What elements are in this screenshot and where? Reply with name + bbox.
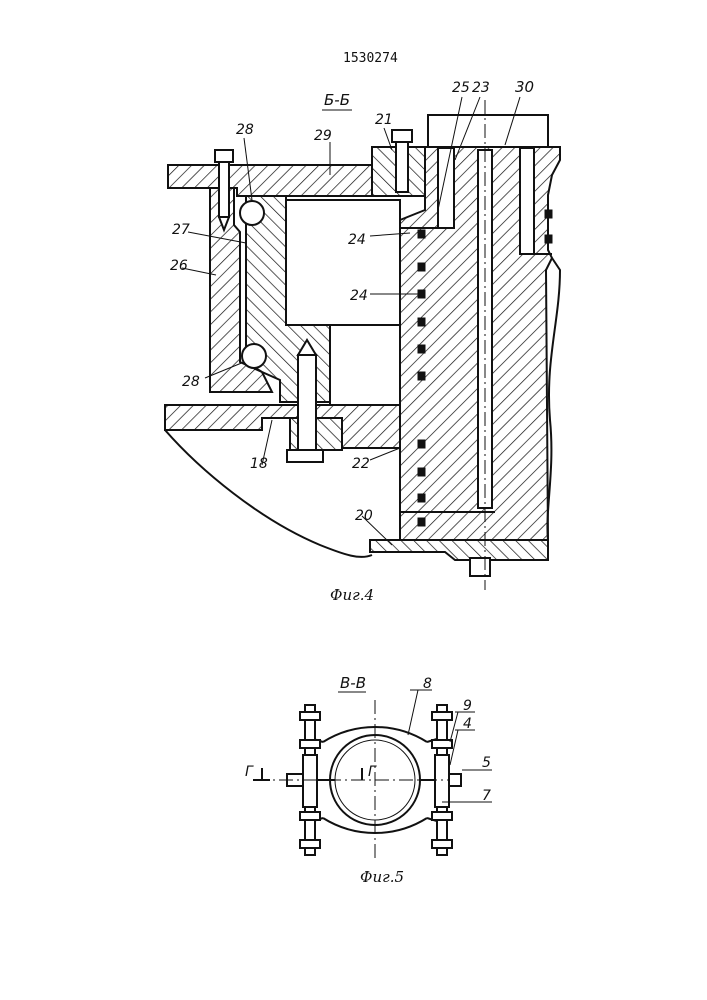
bolt-head-left — [215, 150, 233, 162]
label-24-mid: 24 — [350, 288, 368, 304]
right-nut-2 — [432, 740, 452, 748]
label-28-top: 28 — [236, 122, 254, 138]
label-4: 4 — [463, 716, 472, 732]
figure-4: Б-Б — [165, 78, 560, 604]
section-mark-g-left: Г — [245, 764, 254, 780]
left-nut-2 — [300, 740, 320, 748]
right-body — [435, 755, 449, 807]
label-25: 25 — [452, 80, 470, 96]
part-29-top-plate — [168, 165, 372, 196]
bolt-shank-right — [396, 142, 408, 192]
label-22: 22 — [352, 456, 370, 472]
part-23-bore — [438, 148, 454, 228]
part-18-base-plate — [165, 405, 400, 448]
label-8: 8 — [423, 676, 432, 692]
right-screw — [449, 774, 461, 786]
right-nut-4 — [432, 840, 452, 848]
label-26: 26 — [170, 258, 188, 274]
bolt-lower-head — [287, 450, 323, 462]
left-nut-4 — [300, 840, 320, 848]
left-nut-1 — [300, 712, 320, 720]
label-24-top: 24 — [348, 232, 366, 248]
cavity-lower — [330, 325, 400, 405]
left-nut-3 — [300, 812, 320, 820]
ball-28-bottom — [242, 344, 266, 368]
bolt-bottom-head — [470, 558, 490, 576]
label-18: 18 — [250, 456, 268, 472]
part-bore-right — [520, 148, 534, 254]
label-7: 7 — [482, 788, 491, 804]
figure-5: В-В Г Г — [245, 674, 492, 886]
bolt-shank-left — [219, 162, 229, 217]
fig4-section-label: Б-Б — [324, 91, 350, 109]
label-20: 20 — [355, 508, 373, 524]
label-9: 9 — [463, 698, 472, 714]
part-20-bottom — [370, 540, 548, 560]
right-nut-1 — [432, 712, 452, 720]
bolt-lower-shank — [298, 355, 316, 450]
label-21: 21 — [375, 112, 393, 128]
cavity-upper — [286, 200, 400, 325]
left-body — [303, 755, 317, 807]
label-28-bottom: 28 — [182, 374, 200, 390]
part-30-housing-cap — [428, 115, 548, 147]
label-30: 30 — [515, 78, 534, 96]
label-29: 29 — [314, 128, 332, 144]
label-23: 23 — [472, 80, 490, 96]
ball-28-top — [240, 201, 264, 225]
right-nut-3 — [432, 812, 452, 820]
section-mark-g-right: Г — [368, 764, 377, 780]
label-27: 27 — [172, 222, 190, 238]
bolt-head-right — [392, 130, 412, 142]
label-5: 5 — [482, 755, 491, 771]
fig5-section-label: В-В — [340, 674, 366, 692]
fig5-caption: Фиг.5 — [360, 868, 404, 886]
break-line-right — [547, 258, 560, 540]
fig4-caption: Фиг.4 — [330, 586, 374, 604]
patent-number: 1530274 — [343, 51, 398, 66]
